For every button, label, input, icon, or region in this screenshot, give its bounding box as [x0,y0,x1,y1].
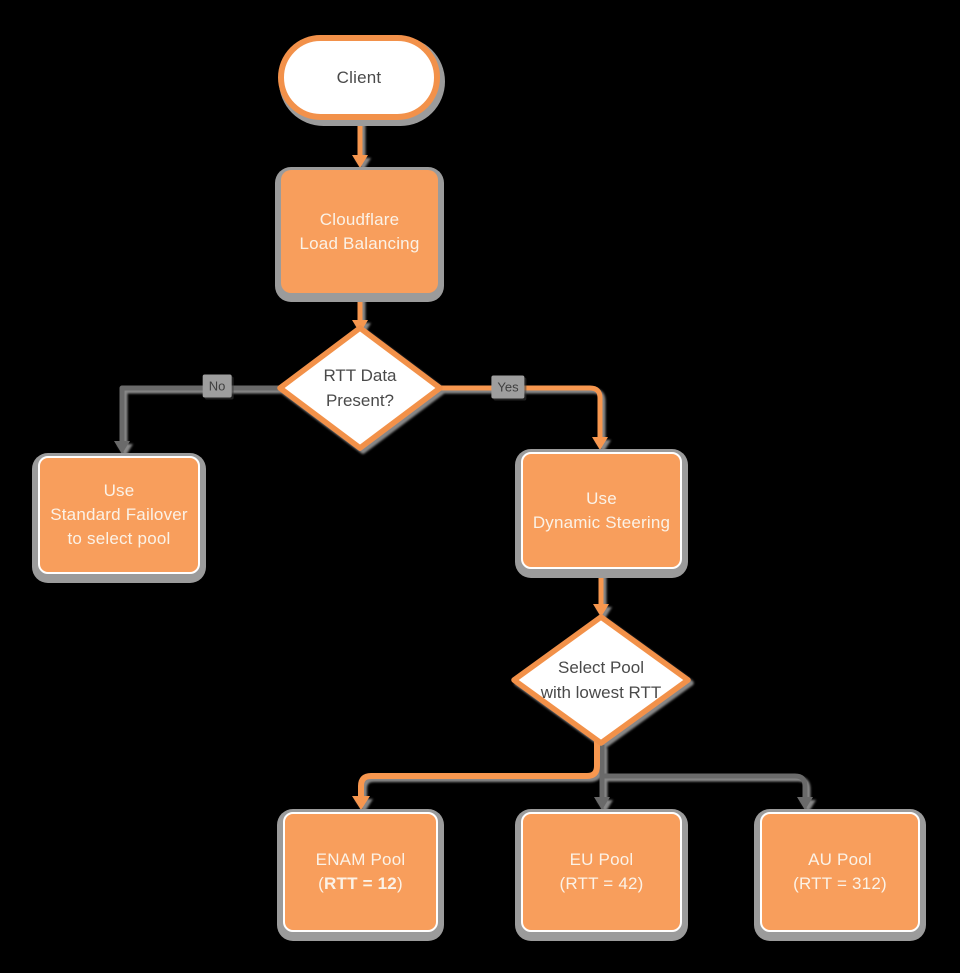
node-eu-pool-line: (RTT = 42) [559,874,644,893]
node-load-balancing: Cloudflare Load Balancing [281,170,438,293]
node-dynamic-steering-line: Use [586,488,617,508]
node-au-pool: AU Pool (RTT = 312) [760,812,920,932]
edge-ds-select-arrowhead-icon [593,604,609,617]
edge-label-yes: Yes [491,375,525,399]
edge-enam-arrowhead-icon [352,796,370,810]
enam-rtt-paren: ) [396,874,403,893]
enam-rtt-value: RTT = 12 [324,874,397,893]
edge-au-line [604,773,808,797]
edge-au-arrowhead-icon [797,797,813,810]
edge-yes-line [436,385,603,437]
edge-yes-arrowhead-icon [592,437,608,450]
node-enam-pool-line: ENAM Pool [315,850,406,869]
node-eu-pool-line: EU Pool [569,850,634,869]
enam-rtt-paren: ( [318,874,325,893]
node-dynamic-steering-line: Dynamic Steering [532,512,671,532]
node-rtt-present-shape [277,325,443,451]
edge-label-no: No [202,374,232,398]
node-enam-pool: ENAM Pool (RTT = 12) [283,812,438,932]
node-eu-pool: EU Pool (RTT = 42) [521,812,682,932]
node-standard-failover-line: to select pool [67,529,171,548]
edge-client-lb-arrowhead-icon [352,155,368,168]
edge-eu-arrowhead-icon [594,797,610,810]
edge-no-arrowhead-icon [114,441,130,454]
node-standard-failover-line: Standard Failover [50,505,188,524]
node-client: Client [278,35,440,120]
node-enam-pool-rtt-line: (RTT = 12) [318,872,403,896]
node-standard-failover: Use Standard Failover to select pool [38,456,200,574]
node-dynamic-steering: Use Dynamic Steering [521,452,682,569]
edge-enam-line [358,741,600,796]
node-client-label: Client [336,67,382,87]
node-standard-failover-line: Use [103,481,135,500]
node-load-balancing-line: Load Balancing [299,233,420,253]
node-au-pool-line: AU Pool [808,850,872,869]
node-load-balancing-line: Cloudflare [319,209,400,229]
node-au-pool-line: (RTT = 312) [793,874,887,893]
node-select-pool-shape [511,614,691,746]
